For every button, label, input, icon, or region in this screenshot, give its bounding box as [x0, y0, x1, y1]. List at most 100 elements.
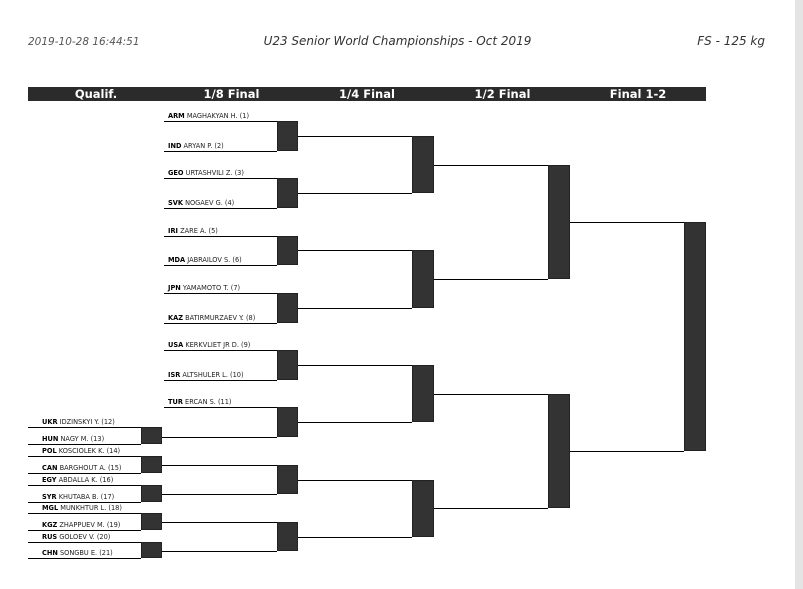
match-box — [141, 513, 162, 530]
bracket-line — [570, 222, 684, 224]
athlete-nation: SVK — [168, 199, 183, 207]
bracket-line — [162, 465, 277, 467]
match-box — [412, 480, 434, 537]
event-title: U23 Senior World Championships - Oct 201… — [263, 34, 532, 48]
athlete-nation: USA — [168, 341, 184, 349]
bracket-line — [434, 165, 548, 167]
athlete-nation: IND — [168, 142, 182, 150]
bracket-line — [298, 136, 412, 138]
athlete-entry: POL KOSCIOLEK K. (14) — [42, 445, 120, 457]
athlete-line — [28, 444, 141, 446]
athlete-name: GOLOEV V. (20) — [57, 533, 111, 541]
athlete-name: JABRAILOV S. (6) — [185, 256, 242, 264]
bracket-line — [298, 193, 412, 195]
match-box — [277, 522, 298, 551]
athlete-name: NOGAEV G. (4) — [182, 199, 235, 207]
athlete-nation: ISR — [168, 371, 181, 379]
athlete-name: ERCAN S. (11) — [182, 398, 232, 406]
round-label-eighth-final: 1/8 Final — [203, 87, 260, 101]
athlete-line — [28, 558, 141, 560]
bracket-line — [164, 178, 277, 180]
athlete-line — [28, 473, 141, 475]
athlete-name: BATIRMURZAEV Y. (8) — [183, 314, 256, 322]
athlete-entry: ARM MAGHAKYAN H. (1) — [168, 110, 249, 122]
bracket-line — [162, 437, 277, 439]
athlete-line — [28, 485, 141, 487]
athlete-name: SONGBU E. (21) — [57, 549, 113, 557]
print-timestamp: 2019-10-28 16:44:51 — [28, 36, 140, 48]
athlete-line — [28, 427, 141, 429]
athlete-nation: GEO — [168, 169, 184, 177]
bracket-line — [570, 451, 684, 453]
bracket-line — [162, 551, 277, 553]
athlete-entry: USA KERKVLIET JR D. (9) — [168, 339, 250, 351]
match-box — [277, 350, 298, 380]
match-box — [141, 542, 162, 558]
athlete-nation: EGY — [42, 476, 57, 484]
match-box — [412, 250, 434, 308]
athlete-name: ZHAPPUEV M. (19) — [57, 521, 121, 529]
match-box — [277, 465, 298, 494]
bracket-line — [164, 208, 277, 210]
bracket-line — [298, 422, 412, 424]
athlete-entry: JPN YAMAMOTO T. (7) — [168, 282, 240, 294]
athlete-nation: JPN — [168, 284, 181, 292]
bracket-line — [162, 522, 277, 524]
round-label-qualif: Qualif. — [74, 87, 118, 101]
match-box — [141, 427, 162, 444]
athlete-name: IDZINSKYI Y. (12) — [57, 418, 115, 426]
bracket-line — [164, 121, 277, 123]
athlete-name: MUNKHTUR L. (18) — [58, 504, 122, 512]
match-box — [412, 136, 434, 193]
match-box — [277, 236, 298, 265]
bracket-line — [298, 365, 412, 367]
weight-category: FS - 125 kg — [697, 34, 765, 48]
bracket-line — [164, 236, 277, 238]
athlete-line — [28, 513, 141, 515]
athlete-name: NAGY M. (13) — [58, 435, 105, 443]
round-label-final: Final 1-2 — [609, 87, 667, 101]
athlete-nation: UKR — [42, 418, 58, 426]
athlete-entry: ISR ALTSHULER L. (10) — [168, 369, 244, 381]
athlete-nation: RUS — [42, 533, 58, 541]
athlete-entry: CAN BARGHOUT A. (15) — [42, 462, 122, 474]
athlete-nation: HUN — [42, 435, 59, 443]
athlete-name: URTASHVILI Z. (3) — [183, 169, 244, 177]
bracket-line — [298, 250, 412, 252]
athlete-entry: UKR IDZINSKYI Y. (12) — [42, 416, 115, 428]
bracket-line — [164, 265, 277, 267]
athlete-nation: MGL — [42, 504, 59, 512]
athlete-entry: MDA JABRAILOV S. (6) — [168, 254, 242, 266]
athlete-nation: POL — [42, 447, 57, 455]
athlete-line — [28, 456, 141, 458]
athlete-entry: TUR ERCAN S. (11) — [168, 396, 232, 408]
athlete-nation: SYR — [42, 493, 57, 501]
page-edge — [795, 0, 803, 589]
bracket-line — [164, 151, 277, 153]
bracket-line — [164, 407, 277, 409]
athlete-name: KHUTABA B. (17) — [56, 493, 115, 501]
final-match-box — [684, 222, 706, 451]
match-box — [141, 456, 162, 473]
match-box — [412, 365, 434, 422]
athlete-nation: KAZ — [168, 314, 183, 322]
athlete-name: KOSCIOLEK K. (14) — [56, 447, 121, 455]
round-header-bar — [28, 87, 706, 101]
athlete-name: BARGHOUT A. (15) — [57, 464, 122, 472]
athlete-entry: RUS GOLOEV V. (20) — [42, 531, 110, 543]
athlete-entry: HUN NAGY M. (13) — [42, 433, 104, 445]
athlete-entry: SVK NOGAEV G. (4) — [168, 197, 234, 209]
round-label-semi-final: 1/2 Final — [474, 87, 531, 101]
athlete-line — [28, 542, 141, 544]
bracket-line — [298, 537, 412, 539]
round-label-quarter-final: 1/4 Final — [339, 87, 395, 101]
match-box — [548, 394, 570, 508]
bracket-line — [434, 508, 548, 510]
athlete-entry: GEO URTASHVILI Z. (3) — [168, 167, 244, 179]
athlete-entry: IND ARYAN P. (2) — [168, 140, 224, 152]
athlete-entry: MGL MUNKHTUR L. (18) — [42, 502, 122, 514]
athlete-entry: SYR KHUTABA B. (17) — [42, 491, 114, 503]
athlete-entry: KGZ ZHAPPUEV M. (19) — [42, 519, 120, 531]
athlete-line — [28, 530, 141, 532]
